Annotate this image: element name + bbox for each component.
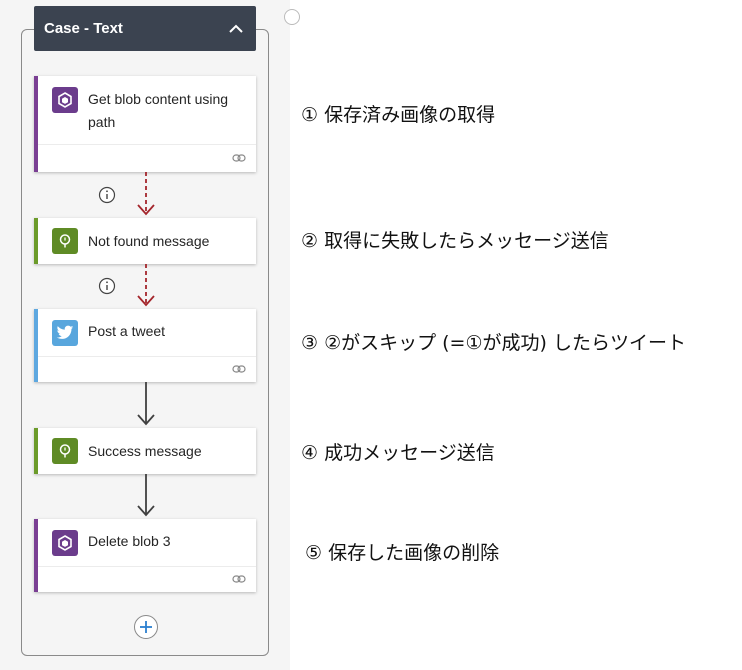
case-header[interactable]: Case - Text [34, 6, 256, 51]
step-1-text: ① 保存済み画像の取得 [301, 104, 496, 126]
blob-storage-icon [52, 87, 78, 113]
card-accent [34, 519, 38, 592]
card-accent [34, 309, 38, 382]
action-card-get-blob[interactable]: Get blob content using path [34, 76, 256, 172]
notification-icon [52, 228, 78, 254]
connector-arrow [137, 474, 155, 517]
link-icon [232, 154, 246, 162]
chevron-up-icon[interactable] [226, 19, 246, 39]
action-label: Not found message [88, 233, 210, 249]
step-4-text: ④ 成功メッセージ送信 [301, 442, 495, 464]
action-card-success-message[interactable]: Success message [34, 428, 256, 474]
step-3-text: ③ ②がスキップ (=①が成功) したらツイート [301, 332, 686, 354]
card-accent [34, 428, 38, 474]
link-icon [232, 575, 246, 583]
zoom-control[interactable] [284, 9, 300, 25]
run-after-failed-arrow [137, 172, 155, 216]
action-card-delete-blob[interactable]: Delete blob 3 [34, 519, 256, 592]
run-after-failed-arrow [137, 264, 155, 307]
twitter-icon [52, 320, 78, 346]
info-icon[interactable] [98, 277, 116, 295]
link-icon [232, 365, 246, 373]
action-label: Delete blob 3 [88, 533, 171, 549]
action-label: Post a tweet [88, 323, 166, 339]
action-card-not-found-message[interactable]: Not found message [34, 218, 256, 264]
card-accent [34, 76, 38, 172]
notification-icon [52, 438, 78, 464]
action-card-post-tweet[interactable]: Post a tweet [34, 309, 256, 382]
blob-storage-icon [52, 530, 78, 556]
card-divider [38, 566, 256, 567]
card-divider [38, 144, 256, 145]
step-5-text: ⑤ 保存した画像の削除 [305, 542, 500, 564]
connector-arrow [137, 382, 155, 426]
case-title: Case - Text [44, 20, 123, 37]
action-label: Success message [88, 443, 202, 459]
step-2-text: ② 取得に失敗したらメッセージ送信 [301, 230, 609, 252]
add-action-icon[interactable] [133, 614, 159, 640]
action-label: Get blob content using path [88, 91, 229, 130]
info-icon[interactable] [98, 186, 116, 204]
card-divider [38, 356, 256, 357]
card-accent [34, 218, 38, 264]
